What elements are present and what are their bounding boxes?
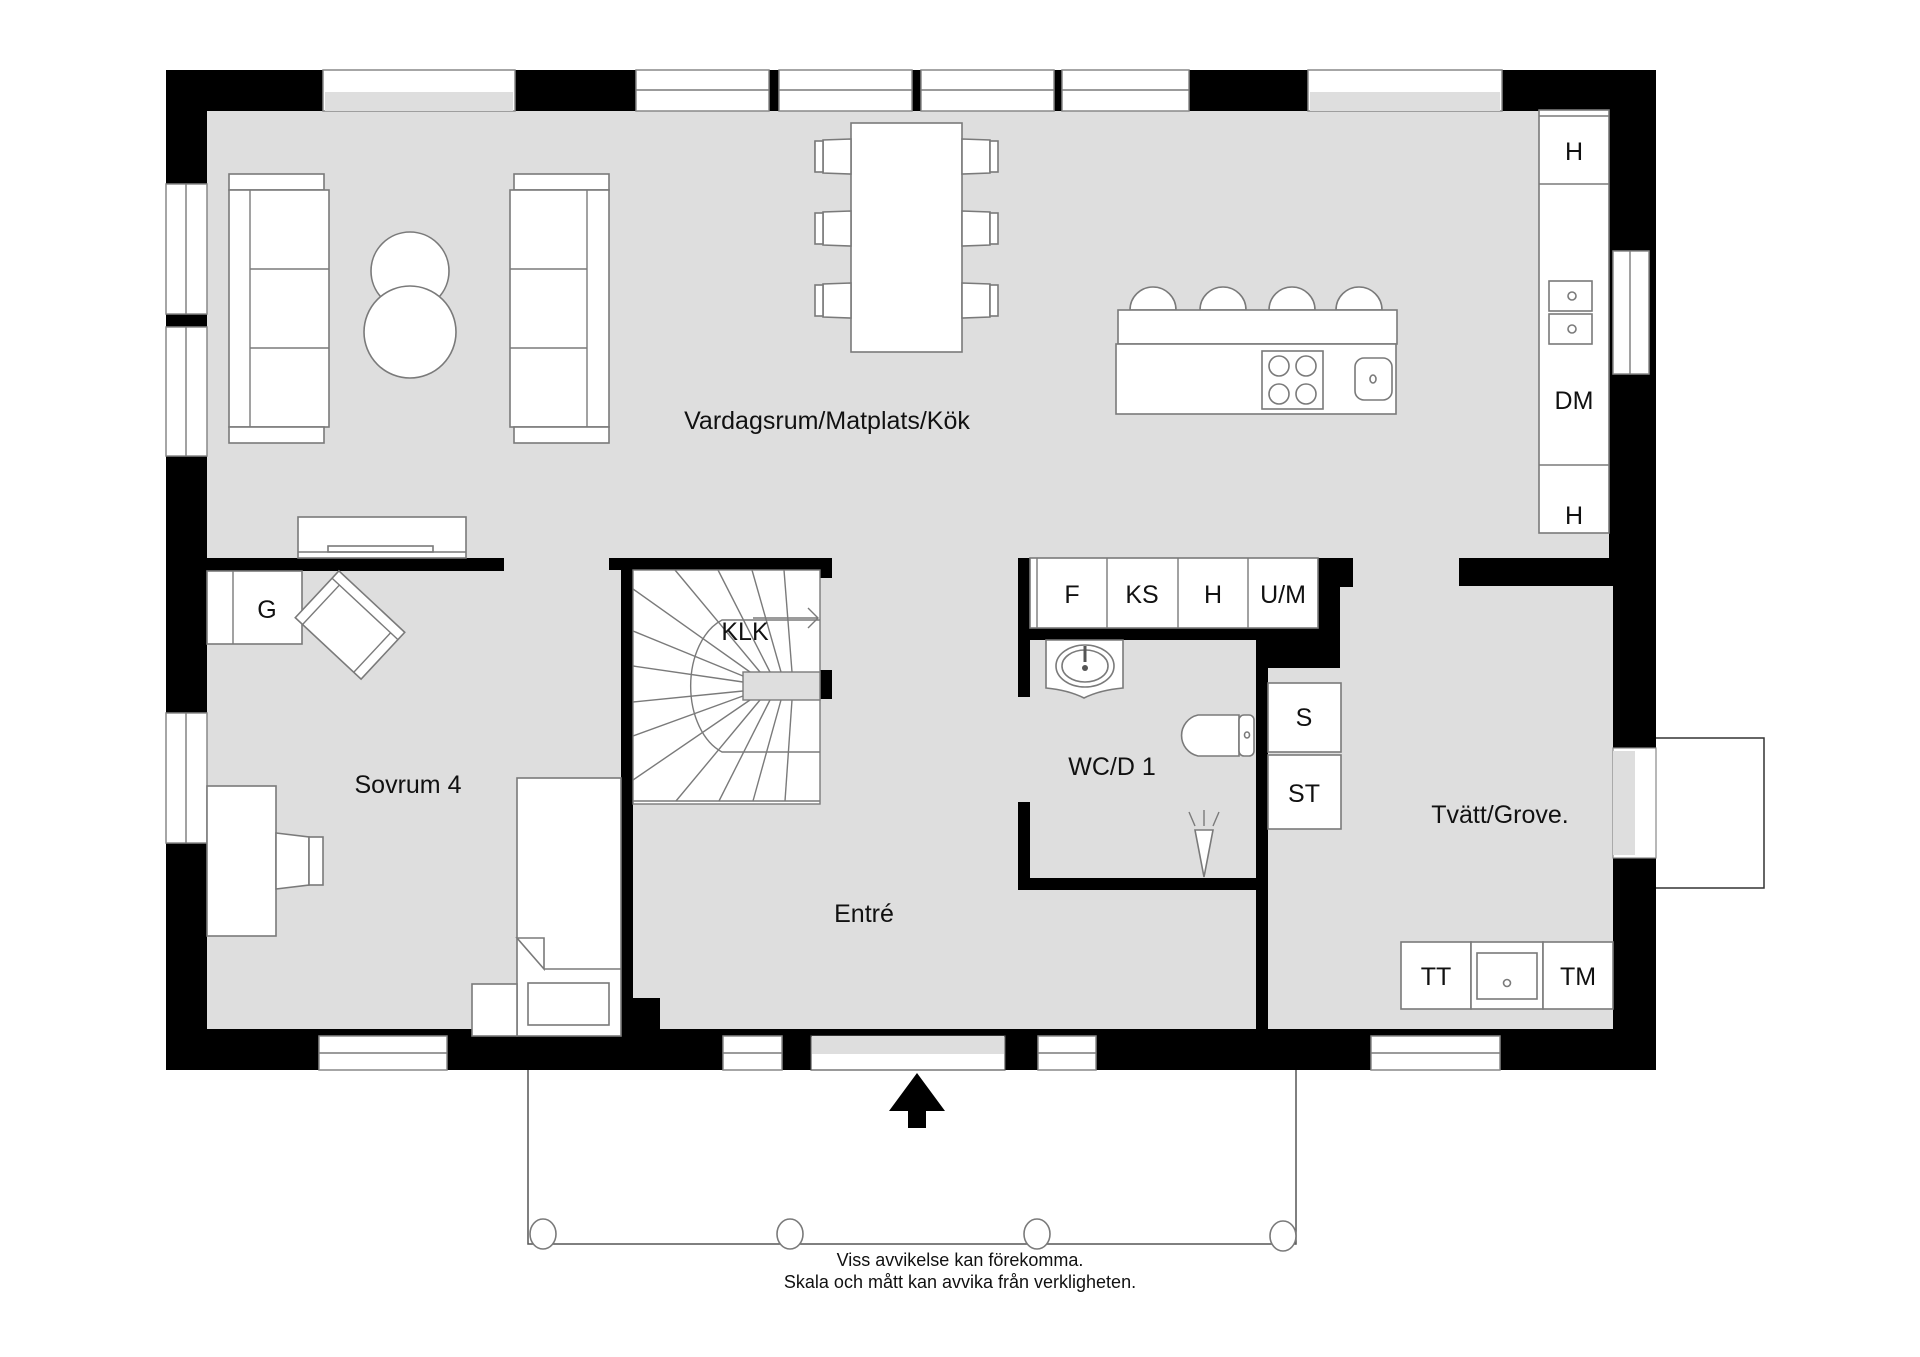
coffee-tables (363, 231, 457, 379)
disclaimer-line-2: Skala och mått kan avvika från verklighe… (783, 1272, 1137, 1292)
tv-bench (297, 516, 467, 559)
sink-icon (1354, 357, 1393, 401)
sofa-left (228, 173, 330, 444)
room-label-laundry: Tvätt/Grove. (1431, 801, 1569, 829)
side-step (1654, 737, 1765, 889)
left-windows (165, 183, 208, 844)
cabinet-dm: DM (1555, 387, 1594, 415)
cooktop-icon (1261, 350, 1324, 410)
ceiling-light-icon (1188, 810, 1220, 878)
cabinet-st: ST (1288, 780, 1320, 808)
toilet-icon (1180, 714, 1255, 757)
room-label-entry: Entré (834, 900, 894, 928)
staircase: KLK (632, 569, 821, 805)
cabinet-ks: KS (1125, 581, 1158, 609)
cabinet-h-top: H (1565, 138, 1583, 166)
dining-table (814, 122, 999, 353)
hall-cabinets: F KS H U/M (1029, 557, 1319, 629)
sofa-right (509, 173, 610, 444)
disclaimer: Viss avvikelse kan förekomma. Skala och … (0, 1249, 1920, 1293)
arrow-up-icon (889, 1073, 945, 1128)
cabinet-tm: TM (1560, 963, 1596, 991)
kitchen-column: H DM H (1538, 109, 1610, 534)
laundry-bottom-cabinets: TT TM (1400, 941, 1614, 1010)
interior-walls (207, 558, 1613, 1036)
cabinet-g: G (257, 596, 276, 624)
disclaimer-line-1: Viss avvikelse kan förekomma. (836, 1250, 1084, 1270)
room-label-wc: WC/D 1 (1068, 753, 1156, 781)
right-window (1612, 250, 1650, 375)
bed (471, 777, 622, 1037)
kitchen-island (1115, 286, 1398, 415)
room-label-bedroom: Sovrum 4 (355, 771, 462, 799)
armchair (294, 569, 406, 681)
cabinet-f: F (1064, 581, 1079, 609)
cabinet-um: U/M (1260, 581, 1306, 609)
desk (206, 785, 324, 937)
cabinet-h: H (1204, 581, 1222, 609)
wardrobe: G (206, 570, 303, 645)
cabinet-s: S (1296, 704, 1313, 732)
laundry-side-cabinets: S ST (1267, 682, 1342, 830)
cabinet-h-bottom: H (1565, 502, 1583, 530)
room-label-stairs: KLK (721, 618, 769, 646)
room-label-living: Vardagsrum/Matplats/Kök (684, 407, 970, 435)
washbasin-icon (1045, 639, 1124, 699)
cabinet-tt: TT (1421, 963, 1452, 991)
top-windows (322, 69, 1503, 112)
entrance-door[interactable] (810, 1035, 1006, 1071)
bottom-windows (318, 1035, 1501, 1071)
